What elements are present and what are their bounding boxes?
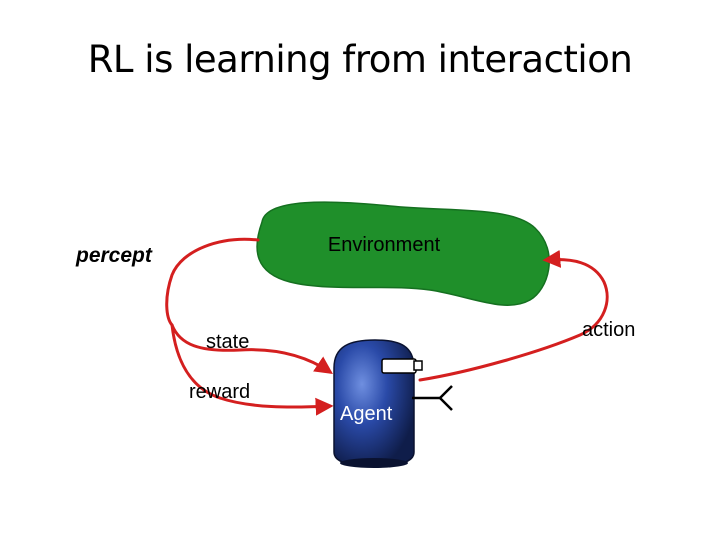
environment-blob <box>256 201 550 306</box>
state-label: state <box>206 331 249 353</box>
percept-label: percept <box>75 244 153 267</box>
state-arrow <box>170 323 333 375</box>
action-label: action <box>582 319 635 341</box>
environment-label: Environment <box>328 234 441 256</box>
agent-robot <box>333 339 453 468</box>
agent-label: Agent <box>340 403 393 425</box>
reward-label: reward <box>189 381 250 403</box>
action-arrow <box>418 249 609 382</box>
percept-arrow <box>165 237 260 327</box>
reward-arrow <box>170 323 334 416</box>
slide-title: RL is learning from interaction <box>87 38 633 81</box>
